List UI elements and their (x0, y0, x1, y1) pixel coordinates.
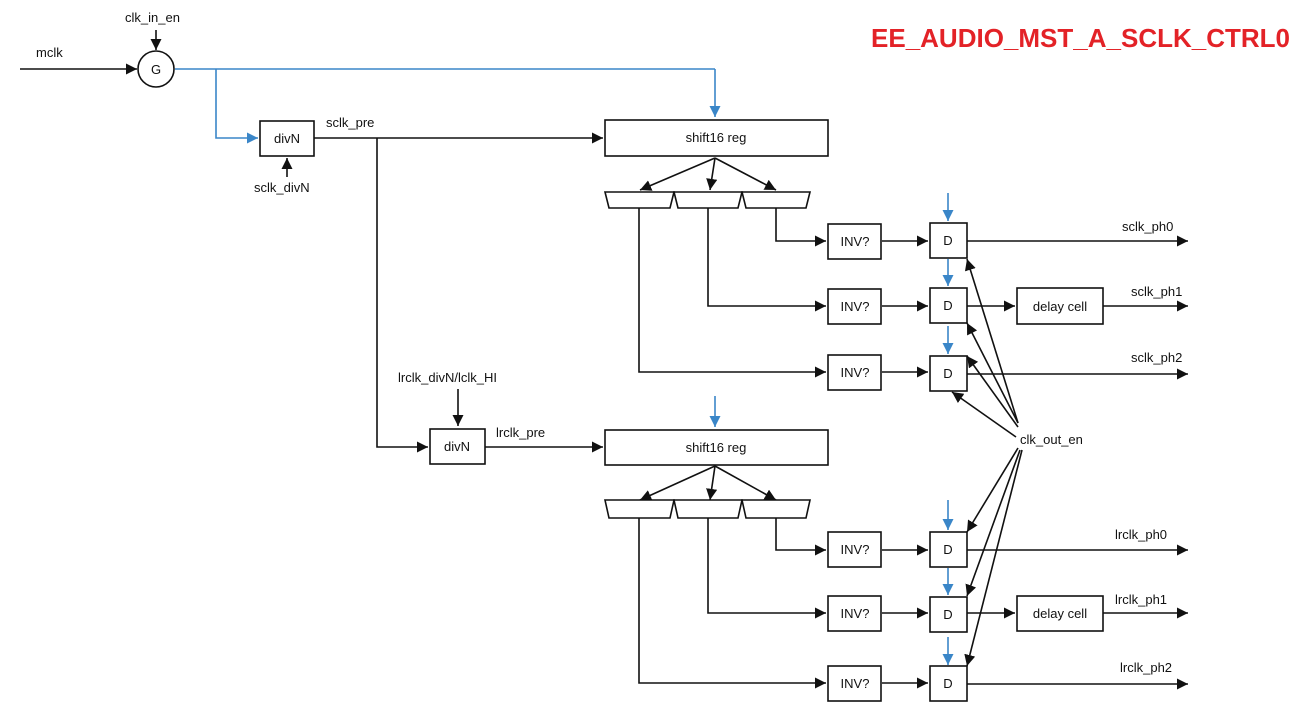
mclk-label: mclk (36, 45, 63, 60)
lrclk-divn-label: lrclk_divN/lclk_HI (398, 370, 497, 385)
sclk-output-label: sclk_ph0 (1122, 219, 1173, 234)
sclk-pre-label: sclk_pre (326, 115, 374, 130)
lrclk-dff-label: D (943, 542, 952, 557)
lrclk-shift-label: shift16 reg (686, 440, 747, 455)
lrclk-inv-1 (827, 595, 882, 632)
sclk-divider-label: divN (274, 131, 300, 146)
sclk-dff-0 (929, 222, 968, 259)
lrclk-mux-1 (673, 499, 743, 519)
sclk-divn-label: sclk_divN (254, 180, 310, 195)
sclk-delay-cell (1016, 287, 1104, 325)
lrclk-dff-2 (929, 665, 968, 702)
lrclk-inv-label: INV? (841, 542, 870, 557)
sclk-mux-2 (740, 191, 812, 209)
lrclk-dff-1 (929, 596, 968, 633)
sclk-inv-0 (827, 223, 882, 260)
sclk-dff-2 (929, 355, 968, 392)
sclk-mux-0 (603, 191, 676, 209)
lrclk-output-label: lrclk_ph2 (1120, 660, 1172, 675)
sclk-dff-label: D (943, 233, 952, 248)
diagram-title: EE_AUDIO_MST_A_SCLK_CTRL0 (871, 23, 1290, 53)
sclk-inv-label: INV? (841, 234, 870, 249)
lrclk-dff-0 (929, 531, 968, 568)
clock-gate (137, 50, 175, 88)
lrclk-inv-2 (827, 665, 882, 702)
lrclk-dff-label: D (943, 607, 952, 622)
lrclk-shift-register (604, 429, 829, 466)
signal-wires (20, 30, 1188, 690)
lrclk-output-label: lrclk_ph0 (1115, 527, 1167, 542)
sclk-mux-1 (672, 191, 744, 209)
lrclk-dff-label: D (943, 676, 952, 691)
sclk-shift-label: shift16 reg (686, 130, 747, 145)
lrclk-inv-label: INV? (841, 606, 870, 621)
sclk-inv-2 (827, 354, 882, 391)
sclk-inv-label: INV? (841, 299, 870, 314)
lrclk-mux-0 (604, 499, 675, 519)
sclk-dff-label: D (943, 298, 952, 313)
sclk-output-label: sclk_ph2 (1131, 350, 1182, 365)
lrclk-divider-label: divN (444, 439, 470, 454)
clk-out-en-label: clk_out_en (1020, 432, 1083, 447)
lrclk-delay-cell (1016, 595, 1104, 632)
gate-label: G (151, 62, 161, 77)
sclk-divider-block (259, 120, 315, 157)
lrclk-inv-label: INV? (841, 676, 870, 691)
sclk-shift-register (604, 119, 829, 157)
sclk-delay-label: delay cell (1033, 299, 1087, 314)
lrclk-inv-0 (827, 531, 882, 568)
sclk-inv-1 (827, 288, 882, 325)
clk-in-en-label: clk_in_en (125, 10, 180, 25)
lrclk-output-label: lrclk_ph1 (1115, 592, 1167, 607)
sclk-pre-branch-wire (376, 138, 428, 453)
lrclk-divider-block (429, 428, 486, 465)
lrclk-mux-2 (741, 499, 811, 519)
sclk-output-label: sclk_ph1 (1131, 284, 1182, 299)
sclk-dff-1 (929, 287, 968, 324)
sclk-inv-label: INV? (841, 365, 870, 380)
lrclk-pre-label: lrclk_pre (496, 425, 545, 440)
lrclk-delay-label: delay cell (1033, 606, 1087, 621)
sclk-dff-label: D (943, 366, 952, 381)
clock-wires (175, 68, 954, 665)
